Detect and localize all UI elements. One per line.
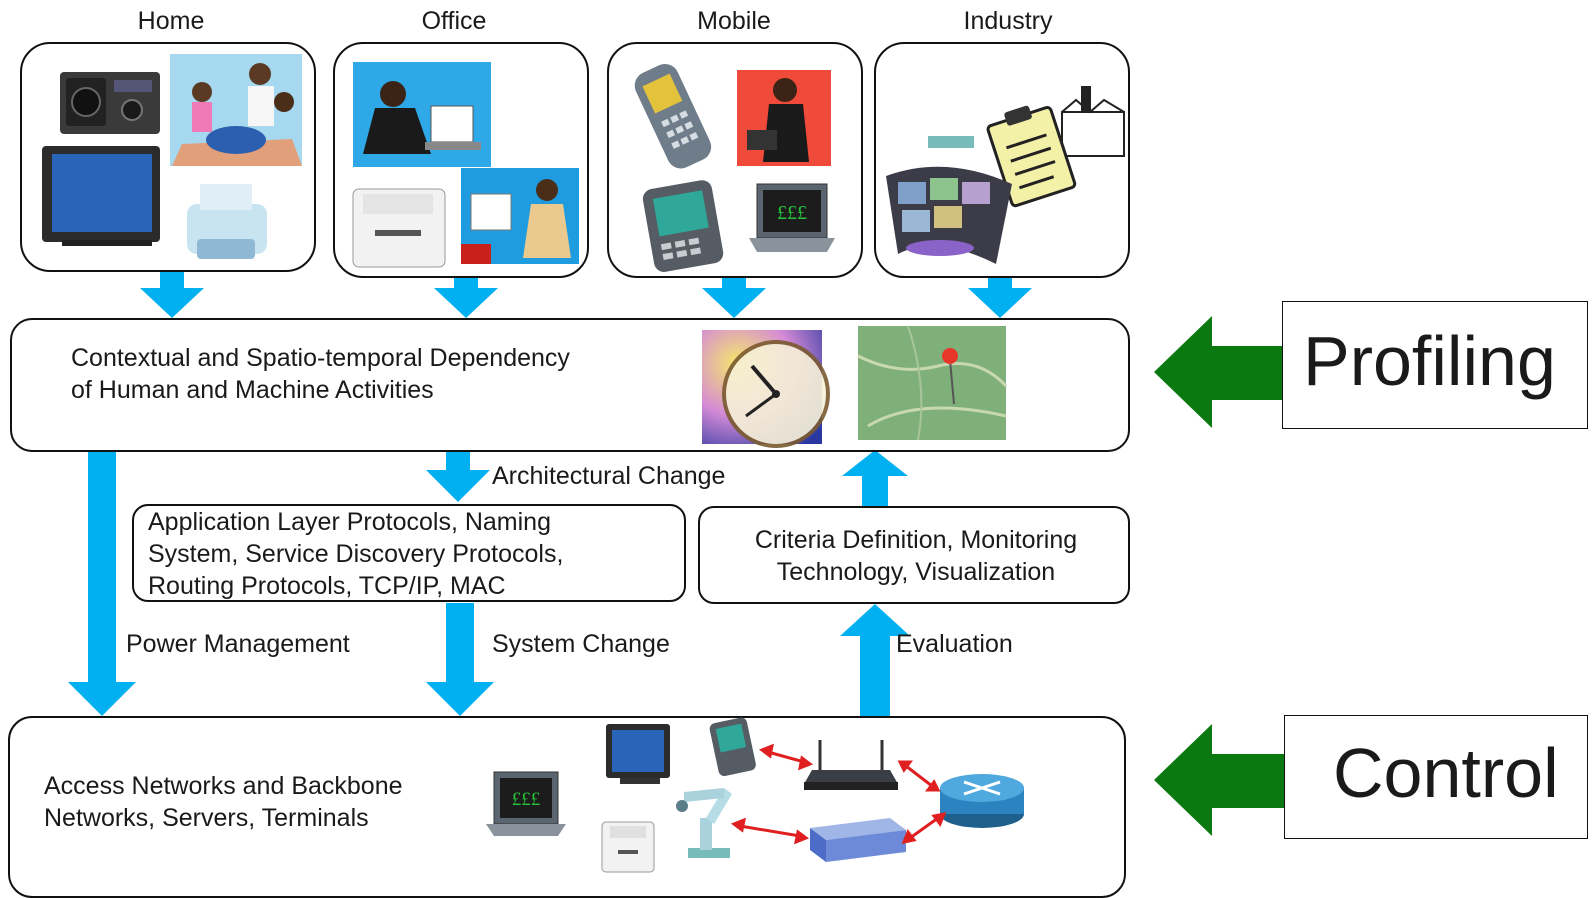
stereo-icon — [60, 72, 160, 134]
category-label-office: Office — [421, 7, 487, 35]
laptop-screen-text: £££ — [512, 789, 541, 810]
protocols-line1: Application Layer Protocols, Naming — [148, 508, 551, 536]
profiling-box: Profiling — [1282, 301, 1588, 429]
arrow-evaluation — [840, 604, 910, 719]
printer-icon — [352, 188, 446, 268]
industry-illustrations: < /rect> — [886, 86, 1125, 264]
network-illustrations: £££ — [486, 717, 1024, 873]
mobile-box: £££ — [607, 42, 863, 278]
profiling-label: Profiling — [1303, 322, 1556, 400]
criteria-line2: Technology, Visualization — [776, 558, 1056, 586]
home-illustrations — [42, 54, 302, 259]
mobile-illustrations: £££ — [634, 63, 835, 272]
factory-icon — [1061, 86, 1125, 157]
criteria-line1: Criteria Definition, Monitoring — [754, 526, 1078, 554]
computer-user-icon — [461, 168, 579, 264]
monitor-icon — [606, 724, 670, 784]
context-layer-box: Contextual and Spatio-temporal Dependenc… — [10, 318, 1130, 452]
cell-phone-icon — [634, 63, 712, 169]
criteria-box: Criteria Definition, Monitoring Technolo… — [698, 506, 1130, 604]
network-text-line2: Networks, Servers, Terminals — [44, 804, 369, 832]
pda-icon — [642, 180, 724, 272]
home-box — [20, 42, 316, 272]
context-text-line2: of Human and Machine Activities — [71, 376, 434, 404]
control-room-icon — [886, 166, 1012, 264]
arrow-office-down — [434, 278, 498, 318]
label-power-management: Power Management — [126, 630, 350, 658]
map-pin-icon — [857, 325, 1008, 441]
context-text-line1: Contextual and Spatio-temporal Dependenc… — [71, 344, 570, 372]
office-box — [333, 42, 589, 278]
protocols-box: Application Layer Protocols, Naming Syst… — [132, 504, 686, 602]
laptop-screen-text: £££ — [777, 202, 807, 224]
label-architectural-change: Architectural Change — [492, 462, 726, 490]
industry-box: < /rect> — [874, 42, 1130, 278]
pda-icon — [709, 717, 756, 777]
wireless-router-icon — [804, 740, 898, 790]
printer-icon — [601, 821, 655, 873]
profiling-arrow-icon — [1154, 316, 1284, 428]
label-system-change: System Change — [492, 630, 670, 658]
family-icon — [170, 54, 302, 166]
arrow-power-management — [68, 451, 136, 716]
router-icon — [940, 774, 1024, 828]
protocols-line2: System, Service Discovery Protocols, — [148, 540, 564, 568]
label-evaluation: Evaluation — [896, 630, 1013, 658]
arrow-mobile-down — [702, 278, 766, 318]
arrow-criteria-up — [842, 450, 908, 506]
clipboard-icon — [986, 105, 1077, 208]
control-box: Control — [1284, 715, 1588, 839]
category-label-mobile: Mobile — [697, 7, 771, 35]
clock-icon — [702, 330, 830, 448]
printer-icon — [187, 184, 267, 259]
laptop-icon: £££ — [749, 183, 835, 252]
laptop-user-icon — [737, 70, 831, 166]
robot-arm-icon: < /rect> — [928, 136, 974, 148]
protocols-line3: Routing Protocols, TCP/IP, MAC — [148, 572, 506, 600]
office-illustrations — [352, 62, 579, 268]
category-label-home: Home — [137, 7, 205, 35]
control-arrow-icon — [1154, 724, 1284, 836]
robot-arm-icon — [676, 788, 732, 858]
control-label: Control — [1333, 734, 1559, 812]
link-arrows — [730, 743, 947, 845]
office-worker-icon — [353, 62, 491, 167]
network-layer-box: Access Networks and Backbone Networks, S… — [8, 716, 1126, 898]
arrow-home-down — [140, 272, 204, 318]
laptop-icon: £££ — [486, 771, 566, 836]
network-text-line1: Access Networks and Backbone — [44, 772, 403, 800]
tv-icon — [42, 146, 160, 246]
arrow-architectural-change — [426, 452, 490, 502]
arrow-system-change — [426, 603, 494, 716]
arrow-industry-down — [968, 278, 1032, 318]
category-label-industry: Industry — [963, 7, 1053, 35]
network-switch-icon — [810, 818, 906, 862]
